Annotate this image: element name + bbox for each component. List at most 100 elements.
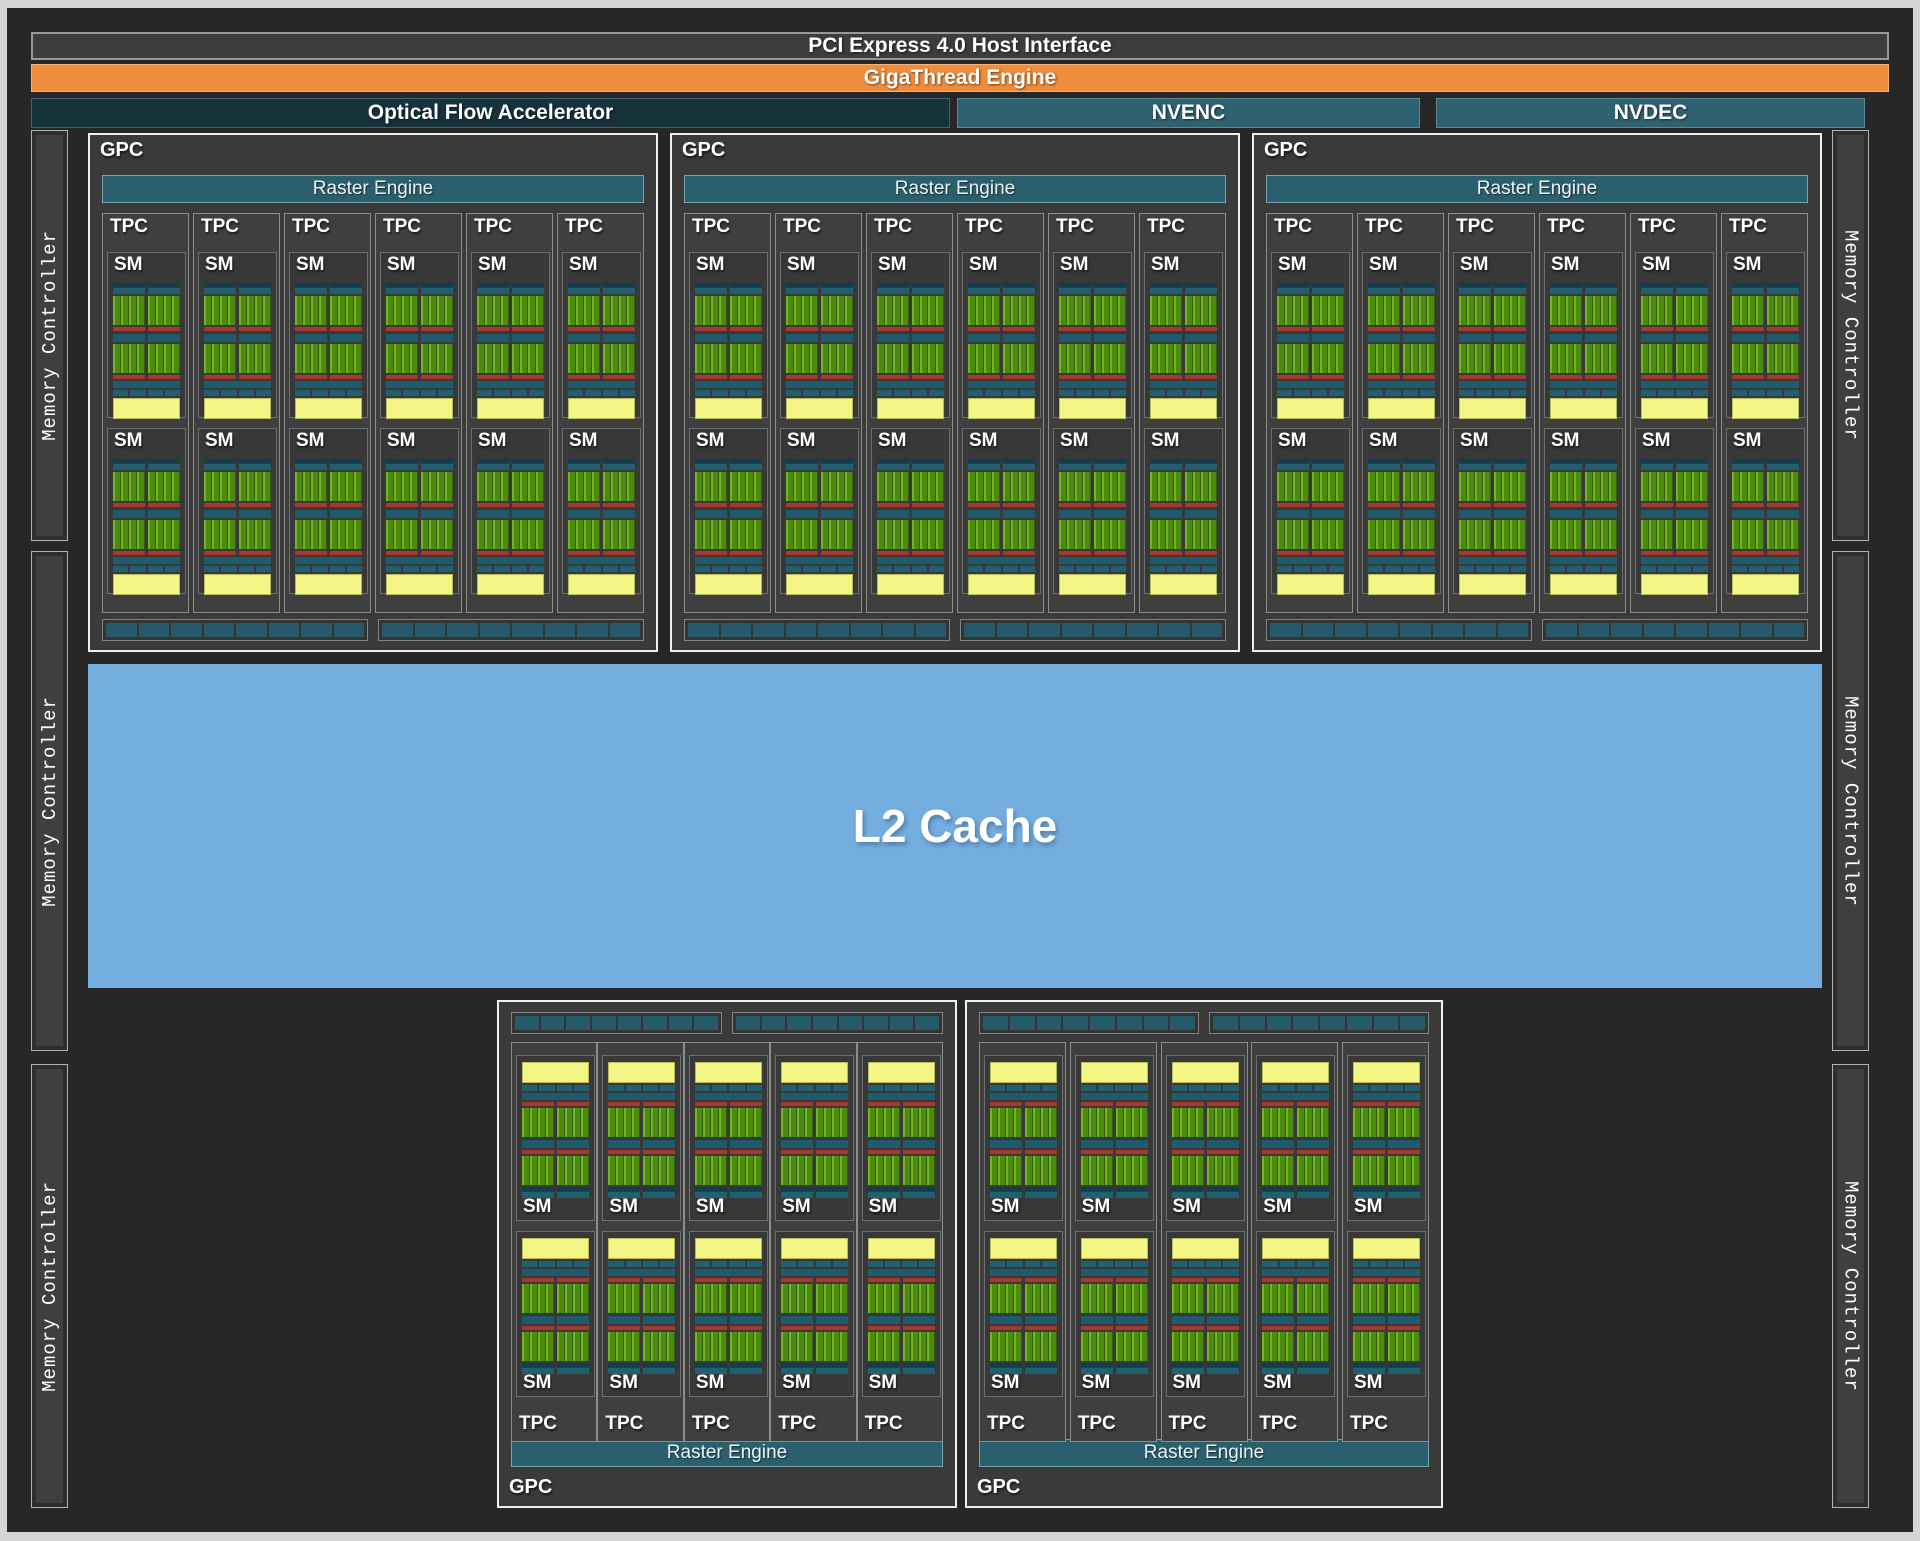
sm-subpartition	[1732, 459, 1764, 555]
sm-core-array-block	[1003, 296, 1035, 325]
tex-unit-segment	[1206, 1261, 1222, 1267]
sm-red-divider-bar	[1368, 551, 1400, 555]
sm-lsu-bar	[1388, 1315, 1420, 1324]
tex-unit-segment	[902, 1085, 918, 1091]
sm-label: SM	[868, 1196, 898, 1218]
sm-red-divider-bar	[968, 503, 1000, 507]
sm-scheduler-header	[204, 283, 236, 294]
sm-subpartition	[608, 1102, 641, 1198]
sm-header-teal-bar	[421, 288, 453, 294]
sm-l1-cache-block	[522, 1238, 589, 1259]
tpc-label: TPC	[519, 1413, 557, 1435]
gigathread-engine-bar: GigaThread Engine	[31, 64, 1889, 92]
sm-core-array-block	[816, 1284, 849, 1313]
sm-subpartition	[1732, 283, 1764, 379]
sm-header-dark-bar	[1459, 283, 1491, 287]
sm-red-divider-bar	[643, 1150, 676, 1154]
tex-unit-segment	[729, 1261, 745, 1267]
tex-unit-segment	[295, 566, 311, 572]
sm-core-array-block	[990, 1108, 1022, 1137]
sm-red-divider-bar	[1262, 1150, 1295, 1154]
sm-core-array-block	[522, 1284, 554, 1313]
sm-header-teal-bar	[1732, 288, 1764, 294]
sm-subpartition	[1025, 1278, 1057, 1374]
sm-block: SM	[962, 252, 1041, 419]
rop-segment	[688, 623, 719, 637]
sm-header-teal-bar	[877, 288, 909, 294]
sm-lsu-bar	[512, 333, 544, 342]
sm-header-dark-bar	[1403, 459, 1435, 463]
tex-unit-segment	[746, 390, 762, 396]
sm-teal-bar	[113, 381, 180, 388]
sm-subpartitions	[522, 1102, 589, 1198]
sm-core-array-block	[568, 344, 600, 373]
rop-segment	[1546, 623, 1577, 637]
sm-label: SM	[695, 1196, 725, 1218]
sm-header-dark-bar	[330, 283, 362, 287]
sm-scheduler-header	[730, 283, 762, 294]
sm-subpartition	[1262, 1278, 1295, 1374]
sm-core-array-block	[695, 344, 727, 373]
rop-segment	[1643, 623, 1674, 637]
sm-scheduler-header	[1206, 1187, 1239, 1198]
rop-segment	[1063, 1016, 1088, 1030]
tex-unit-segment	[1184, 566, 1200, 572]
sm-header-teal-bar	[1080, 1368, 1113, 1374]
sm-teal-bar	[695, 557, 762, 564]
tex-unit-segment	[1277, 566, 1293, 572]
sm-lsu-bar	[204, 509, 236, 518]
sm-core-array-block	[1171, 1156, 1204, 1185]
sm-lsu-bar	[1025, 1139, 1057, 1148]
sm-subpartition	[990, 1278, 1022, 1374]
sm-scheduler-header	[1150, 283, 1182, 294]
tex-unit-segment	[1093, 566, 1109, 572]
sm-l1-cache-block	[695, 574, 762, 595]
sm-lsu-bar	[522, 1139, 554, 1148]
sm-content	[781, 1062, 849, 1198]
tex-unit-segment	[1311, 566, 1327, 572]
sm-header-dark-bar	[729, 1363, 762, 1367]
tex-unit-segment	[1041, 1085, 1057, 1091]
sm-subpartition	[1206, 1102, 1239, 1198]
sm-subpartition	[1115, 1102, 1148, 1198]
sm-header-dark-bar	[1459, 459, 1491, 463]
sm-header-teal-bar	[1262, 1368, 1295, 1374]
sm-red-divider-bar	[113, 503, 145, 507]
sm-l1-cache-block	[204, 398, 271, 419]
sm-subpartition	[1767, 459, 1799, 555]
sm-block: SM	[1726, 252, 1805, 419]
tex-unit-segment	[820, 390, 836, 396]
sm-core-array-block	[816, 1156, 849, 1185]
sm-red-divider-bar	[786, 503, 818, 507]
sm-lsu-bar	[603, 333, 635, 342]
tex-unit-segment	[147, 566, 163, 572]
sm-lsu-bar	[730, 509, 762, 518]
sm-core-array-block	[1185, 296, 1217, 325]
sm-core-array-block	[239, 296, 271, 325]
sm-red-divider-bar	[148, 551, 180, 555]
sm-core-array-block	[1353, 1108, 1385, 1137]
sm-red-divider-bar	[477, 551, 509, 555]
sm-block: SM	[289, 428, 368, 595]
tpc-label: TPC	[783, 216, 821, 237]
rop-segment	[643, 1016, 667, 1030]
sm-core-array-block	[1641, 472, 1673, 501]
sm-lsu-bar	[1115, 1315, 1148, 1324]
sm-subpartition	[1297, 1278, 1330, 1374]
sm-teal-bar	[113, 557, 180, 564]
tex-unit-segment	[255, 390, 271, 396]
sm-scheduler-header	[1025, 1187, 1057, 1198]
sm-red-divider-bar	[1277, 375, 1309, 379]
sm-subpartitions	[1080, 1102, 1148, 1198]
sm-header-teal-bar	[990, 1368, 1022, 1374]
sm-subpartitions	[1171, 1278, 1239, 1374]
sm-label: SM	[1369, 430, 1398, 451]
rop-segment	[1191, 623, 1222, 637]
sm-core-array-block	[1312, 296, 1344, 325]
sm-lsu-bar	[113, 333, 145, 342]
sm-subpartition	[821, 283, 853, 379]
sm-scheduler-header	[1767, 459, 1799, 470]
sm-block: SM	[1256, 1055, 1336, 1221]
sm-core-array-block	[694, 1284, 727, 1313]
